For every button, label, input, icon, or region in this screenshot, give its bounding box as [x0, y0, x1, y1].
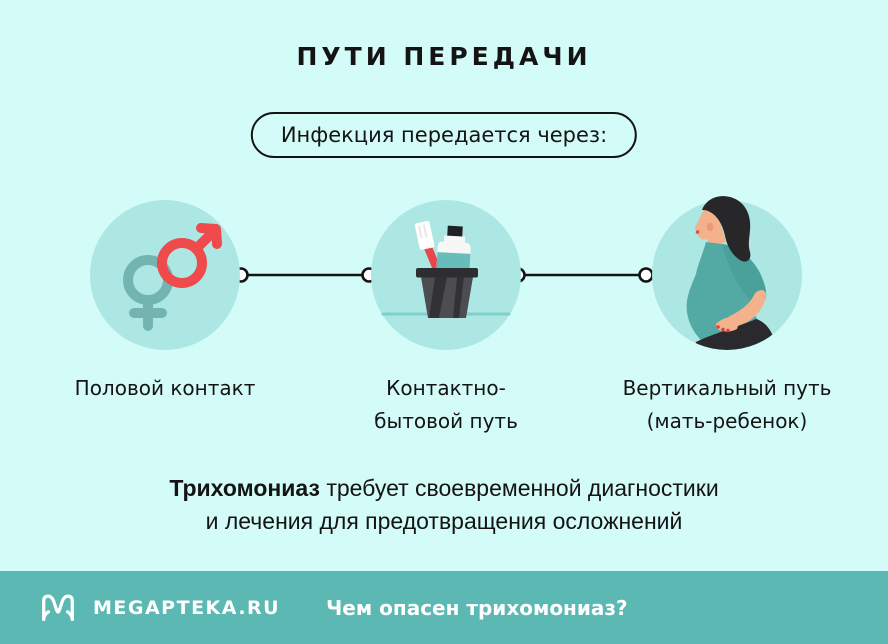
footer-brand: MEGAPTEKA.RU [93, 596, 281, 619]
footer-bar: MEGAPTEKA.RU Чем опасен трихомониаз? [0, 571, 888, 644]
subtitle-pill: Инфекция передается через: [250, 112, 638, 158]
gender-symbols-icon [123, 223, 222, 331]
pregnant-woman-icon [686, 196, 774, 350]
megapteka-logo-icon [42, 593, 74, 621]
toothbrush-cup-icon [381, 220, 511, 318]
route-label-sexual-contact: Половой контакт [74, 376, 256, 400]
connector-line [510, 267, 654, 283]
connector-line [233, 267, 377, 283]
page-title: ПУТИ ПЕРЕДАЧИ [296, 42, 592, 71]
footer-question: Чем опасен трихомониаз? [326, 595, 628, 620]
note-bold-word: Трихомониаз [169, 475, 320, 501]
route-label-vertical: Вертикальный путь (мать-ребенок) [622, 376, 832, 433]
routes-graphic [90, 196, 802, 350]
note-text: Трихомониаз требует своевременной диагно… [169, 475, 719, 534]
route-label-household-contact: Контактно- бытовой путь [374, 376, 518, 433]
